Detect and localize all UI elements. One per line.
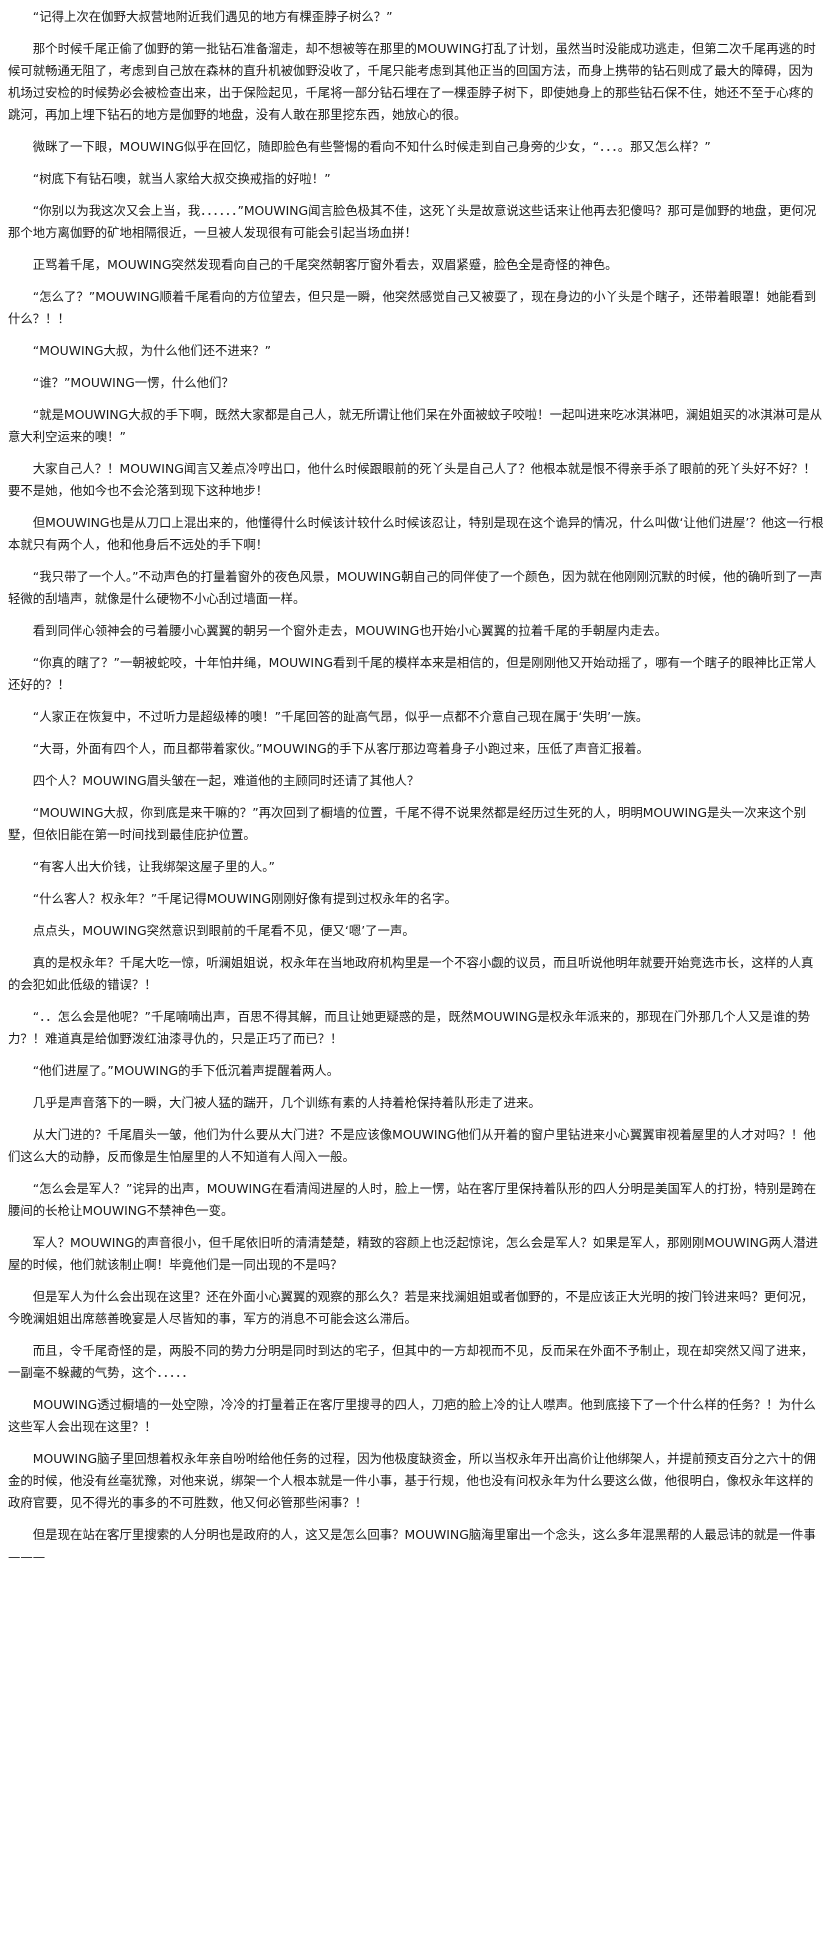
story-paragraph: 但是现在站在客厅里搜索的人分明也是政府的人，这又是怎么回事？MOUWING脑海里… [8,1527,816,1564]
story-paragraph: “你别以为我这次又会上当，我．．．．．．”MOUWING闻言脸色极其不佳，这死丫… [8,203,817,240]
paragraph-gap [8,1050,825,1060]
paragraph-gap [8,126,825,136]
story-paragraph: 但是军人为什么会出现在这里？还在外面小心翼翼的观察的那么久？若是来找澜姐姐或者伽… [8,1289,814,1326]
paragraph-gap [8,1276,825,1286]
story-paragraph: “记得上次在伽野大叔营地附近我们遇见的地方有棵歪脖子树么？” [32,9,393,24]
story-paragraph: “．．怎么会是他呢？”千尾喃喃出声，百思不得其解，而且让她更疑惑的是，既然MOU… [8,1009,810,1046]
story-paragraph: 真的是权永年？千尾大吃一惊，听澜姐姐说，权永年在当地政府机构里是一个不容小觑的议… [8,955,814,992]
story-paragraph: 点点头，MOUWING突然意识到眼前的千尾看不见，便又‘嗯’了一声。 [32,923,415,938]
paragraph-gap [8,1082,825,1092]
story-paragraph: “树底下有钻石噢，就当人家给大叔交换戒指的好啦！” [32,171,331,186]
paragraph-gap [8,696,825,706]
story-paragraph: 看到同伴心领神会的弓着腰小心翼翼的朝另一个窗外走去，MOUWING也开始小心翼翼… [32,623,668,638]
paragraph-gap [8,878,825,888]
story-paragraph: “我只带了一个人。”不动声色的打量着窗外的夜色风景，MOUWING朝自己的同伴使… [8,569,823,606]
paragraph-gap [8,1384,825,1394]
paragraph-gap [8,244,825,254]
paragraph-gap [8,394,825,404]
story-paragraph: “他们进屋了。”MOUWING的手下低沉着声提醒着两人。 [32,1063,340,1078]
paragraph-gap [8,1222,825,1232]
story-paragraph: 正骂着千尾，MOUWING突然发现看向自己的千尾突然朝客厅窗外看去，双眉紧蹙，脸… [32,257,618,272]
paragraph-gap [8,1168,825,1178]
paragraph-gap [8,846,825,856]
paragraph-gap [8,28,825,38]
paragraph-gap [8,448,825,458]
paragraph-gap [8,760,825,770]
story-paragraph: 大家自己人？！MOUWING闻言又差点冷哼出口，他什么时候跟眼前的死丫头是自己人… [8,461,816,498]
story-paragraph: 微眯了一下眼，MOUWING似乎在回忆，随即脸色有些警惕的看向不知什么时候走到自… [32,139,711,154]
story-paragraph: “有客人出大价钱，让我绑架这屋子里的人。” [32,859,275,874]
paragraph-gap [8,556,825,566]
paragraph-gap [8,190,825,200]
paragraph-gap [8,792,825,802]
story-paragraph: “MOUWING大叔，你到底是来干嘛的？”再次回到了橱墙的位置，千尾不得不说果然… [8,805,807,842]
paragraph-gap [8,1114,825,1124]
paragraph-gap [8,158,825,168]
story-paragraph: 四个人？MOUWING眉头皱在一起，难道他的主顾同时还请了其他人？ [32,773,420,788]
story-paragraph: 那个时候千尾正偷了伽野的第一批钻石准备溜走，却不想被等在那里的MOUWING打乱… [8,41,816,122]
paragraph-gap [8,1438,825,1448]
story-paragraph: 但MOUWING也是从刀口上混出来的，他懂得什么时候该计较什么时候该忍让，特别是… [8,515,824,552]
paragraph-gap [8,276,825,286]
story-paragraph: 从大门进的？千尾眉头一皱，他们为什么要从大门进？不是应该像MOUWING他们从开… [8,1127,816,1164]
story-paragraph: “就是MOUWING大叔的手下啊，既然大家都是自己人，就无所谓让他们呆在外面被蚊… [8,407,823,444]
story-paragraph: “大哥，外面有四个人，而且都带着家伙。”MOUWING的手下从客厅那边弯着身子小… [32,741,649,756]
story-paragraph: “人家正在恢复中，不过听力是超级棒的噢！”千尾回答的趾高气昂，似乎一点都不介意自… [32,709,649,724]
story-paragraph: MOUWING脑子里回想着权永年亲自吩咐给他任务的过程，因为他极度缺资金，所以当… [8,1451,816,1510]
story-paragraph: 几乎是声音落下的一瞬，大门被人猛的踹开，几个训练有素的人持着枪保持着队形走了进来… [32,1095,541,1110]
story-paragraph: “怎么会是军人？”诧异的出声，MOUWING在看清闯进屋的人时，脸上一愣，站在客… [8,1181,817,1218]
paragraph-gap [8,996,825,1006]
paragraph-gap [8,642,825,652]
paragraph-gap [8,728,825,738]
paragraph-gap [8,330,825,340]
paragraph-gap [8,942,825,952]
paragraph-gap [8,610,825,620]
story-paragraph: 军人？MOUWING的声音很小，但千尾依旧听的清清楚楚，精致的容颜上也泛起惊诧，… [8,1235,819,1272]
story-paragraph: “MOUWING大叔，为什么他们还不进来？” [32,343,272,358]
paragraph-gap [8,362,825,372]
story-paragraph: “怎么了？”MOUWING顺着千尾看向的方位望去，但只是一瞬，他突然感觉自己又被… [8,289,817,326]
paragraph-gap [8,1330,825,1340]
story-paragraph: MOUWING透过橱墙的一处空隙，冷冷的打量着正在客厅里搜寻的四人，刀疤的脸上冷… [8,1397,816,1434]
paragraph-gap [8,910,825,920]
story-paragraph: “谁？”MOUWING一愣，什么他们？ [32,375,234,390]
story-paragraph: “什么客人？权永年？”千尾记得MOUWING刚刚好像有提到过权永年的名字。 [32,891,457,906]
story-paragraph: “你真的瞎了？”一朝被蛇咬，十年怕井绳，MOUWING看到千尾的模样本来是相信的… [8,655,817,692]
paragraph-gap [8,1514,825,1524]
paragraph-gap [8,502,825,512]
story-paragraph: 而且，令千尾奇怪的是，两股不同的势力分明是同时到达的宅子，但其中的一方却视而不见… [8,1343,814,1380]
